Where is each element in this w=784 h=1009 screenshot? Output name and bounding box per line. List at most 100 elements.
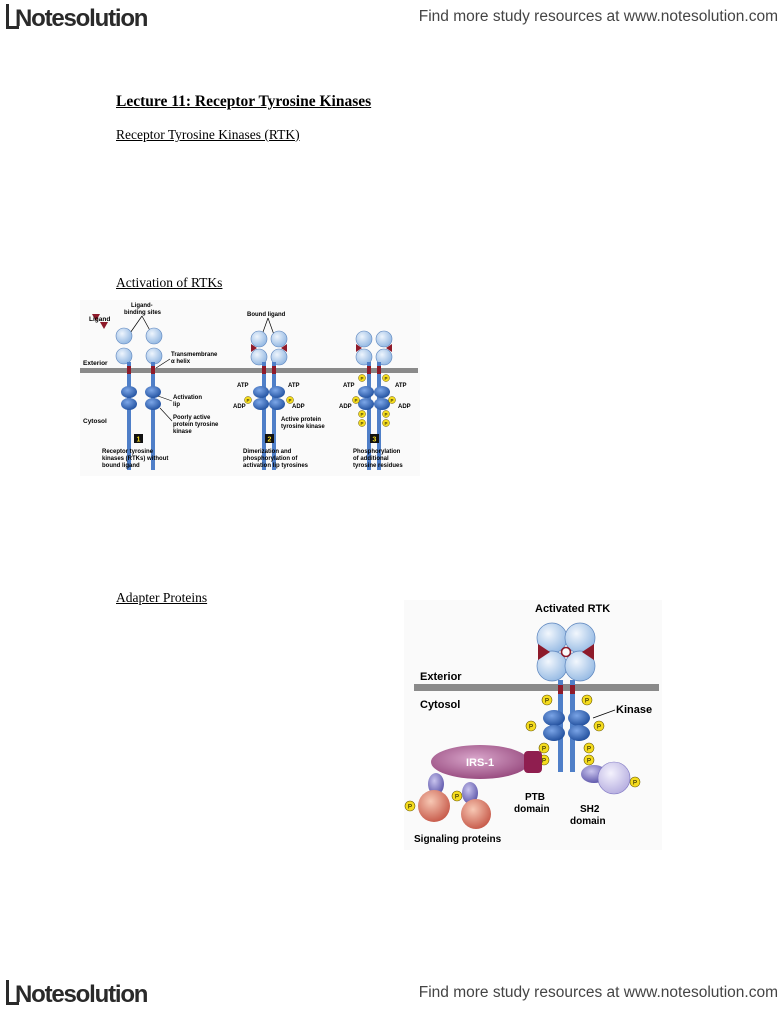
panel-1-caption: kinases (RTKs) without [102,456,168,462]
adapter-proteins-figure: Activated RTK Exterior Cytosol Kinase P … [404,600,662,850]
ligand-binding-sphere [564,650,596,682]
label-cytosol: Cytosol [420,699,460,711]
phosphate-icon [525,720,537,732]
panel-1: Ligand Ligand- binding sites Exterior Cy… [83,303,219,470]
phosphate-label: P [246,398,249,403]
label-kinase: Kinase [616,704,652,716]
ligand-icon [92,314,100,321]
receptor-stalk [570,680,575,772]
panel-3-caption: Phosphorylation [353,449,401,455]
phosphate-icon [244,396,252,404]
section-heading-activation: Activation of RTKs [116,275,223,290]
label-kinase: kinase [173,429,192,435]
panel-2: Bound ligand ATP ATP ADP ADP P P Active … [233,312,325,470]
ligand-binding-sphere [250,330,268,348]
label-atp: ATP [343,383,355,389]
phosphate-label: P [408,805,412,811]
receptor-stalk [262,362,266,470]
phosphate-label: P [384,412,387,417]
panel-1-caption: Receptor tyrosine [102,449,154,455]
phosphate-label: P [585,699,589,705]
phosphate-icon [352,396,360,404]
membrane [414,684,659,691]
ligand-binding-sphere [355,330,373,348]
phosphate-label: P [529,725,533,731]
phosphate-label: P [384,376,387,381]
phosphate-label: P [288,398,291,403]
panel-number: 3 [373,437,377,444]
panel-2-caption: phosphorylation of [243,456,298,462]
label-binding-sites: binding sites [124,310,162,316]
kinase-domain [374,386,390,398]
label-adp: ADP [398,404,411,410]
phosphate-label: P [354,398,357,403]
phosphate-icon [358,419,366,427]
phosphate-icon [593,720,605,732]
label-atp: ATP [288,383,300,389]
label-active-kinase: tyrosine kinase [281,424,325,430]
label-ligand-binding: Ligand- [131,303,153,309]
ligand-binding-sphere [250,348,268,366]
phosphate-label: P [360,376,363,381]
phosphate-label: P [384,421,387,426]
label-bound-ligand: Bound ligand [247,312,286,318]
label-transmembrane: Transmembrane [171,352,218,358]
kinase-domain [145,398,161,410]
phosphate-icon [358,410,366,418]
panel-3-caption: tyrosine residues [353,463,403,469]
label-protein-tyrosine: protein tyrosine [173,422,219,428]
panel-3: ATP ATP ADP ADP P P P P P P P P 3 Phosph… [339,330,411,470]
phosphate-label: P [360,421,363,426]
phosphate-icon [451,790,463,802]
phosphate-label: P [390,398,393,403]
phosphate-label: P [542,747,546,753]
label-ligand: Ligand [89,316,110,323]
membrane [80,368,418,373]
label-activated-rtk: Activated RTK [535,603,610,615]
footer-logo: Notesolution [6,980,148,1009]
header-logo: Notesolution [6,4,148,33]
section-heading-rtk: Receptor Tyrosine Kinases (RTK) [116,127,300,142]
label-atp: ATP [237,383,249,389]
label-exterior: Exterior [420,671,462,683]
receptor-stalk [127,362,131,470]
ligand-binding-sphere [375,330,393,348]
label-adp: ADP [339,404,352,410]
ligand-icon [100,322,108,329]
panel-2-caption: Dimerization and [243,449,292,455]
ligand-binding-sphere [145,327,163,345]
panel-number: 1 [137,437,141,444]
label-signaling-proteins: Signaling proteins [414,834,502,845]
ligand-binding-sphere [115,327,133,345]
rtk-activation-figure: Ligand Ligand- binding sites Exterior Cy… [80,300,420,476]
label-active-protein: Active protein [281,417,321,423]
kinase-domain [253,386,269,398]
phosphate-label: P [360,412,363,417]
receptor-stalk [151,362,155,470]
kinase-domain [568,710,590,726]
phosphate-icon [629,776,641,788]
label-cytosol: Cytosol [83,418,107,425]
footer-tagline: Find more study resources at www.notesol… [418,984,778,1001]
receptor-stalk [367,362,371,470]
phosphate-icon [286,396,294,404]
lecture-title: Lecture 11: Receptor Tyrosine Kinases [116,93,372,110]
irs1-protein [431,745,529,779]
bound-ligand-icon [281,344,287,352]
label-lip: lip [173,402,180,408]
label-atp: ATP [395,383,407,389]
receptor-stalk [558,680,563,772]
label-sh2-domain: domain [570,816,606,827]
phosphate-label: P [542,759,546,765]
phosphate-icon [583,742,595,754]
panel-1-caption: bound ligand [102,463,140,469]
label-sh2: SH2 [580,804,600,815]
bound-ligand-icon [386,344,392,352]
kinase-domain [253,398,269,410]
phosphate-icon [581,694,593,706]
sh2-domain [462,782,478,804]
panel-number-badge [134,434,143,443]
ligand-binding-sphere [115,347,133,365]
phosphate-icon [388,396,396,404]
kinase-domain [543,725,565,741]
